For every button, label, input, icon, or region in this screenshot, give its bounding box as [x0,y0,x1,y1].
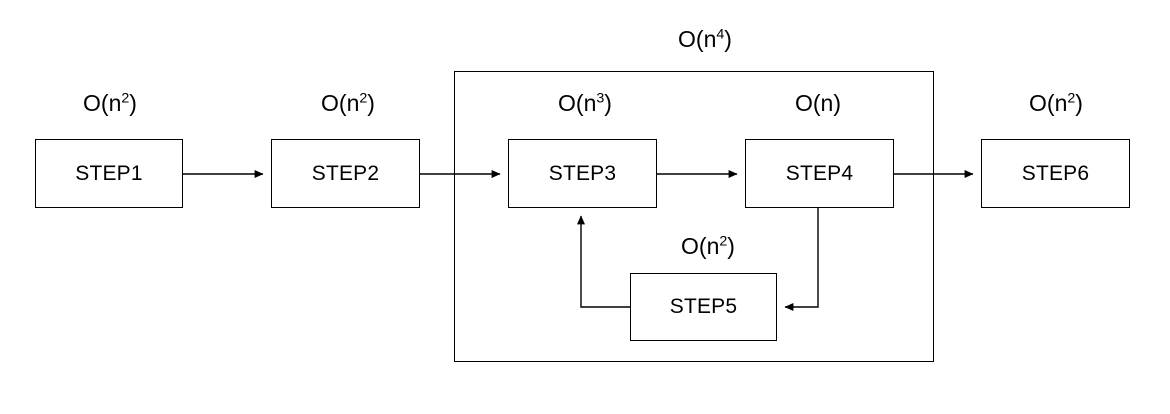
step5-complexity-close: ) [727,233,735,259]
group-complexity-exponent: 4 [716,26,725,43]
step3-complexity-base: O(n [558,90,597,116]
step6-complexity-base: O(n [1029,90,1068,116]
step4-complexity-label: O(n) [795,90,841,117]
step4-complexity-close: ) [833,90,842,116]
group-complexity-close: ) [724,26,732,52]
node-step4[interactable]: STEP4 [745,139,894,208]
node-step6[interactable]: STEP6 [981,139,1130,208]
step1-complexity-close: ) [129,90,137,116]
step5-complexity-base: O(n [681,233,720,259]
step4-complexity-base: O(n [794,90,834,116]
step6-complexity-label: O(n2) [1029,90,1083,117]
node-step1-label: STEP1 [75,161,143,185]
step6-complexity-exponent: 2 [1067,90,1076,107]
step3-complexity-exponent: 3 [596,90,605,107]
step2-complexity-exponent: 2 [359,90,368,107]
step1-complexity-base: O(n [83,90,122,116]
step5-complexity-label: O(n2) [681,233,735,260]
group-complexity-base: O(n [678,26,717,52]
step2-complexity-base: O(n [321,90,360,116]
node-step6-label: STEP6 [1021,161,1090,185]
step6-complexity-close: ) [1075,90,1083,116]
step5-complexity-exponent: 2 [719,233,728,250]
step3-complexity-close: ) [604,90,612,116]
edge-step4-to-step5 [784,208,819,311]
node-step2-label: STEP2 [311,161,380,185]
group-container-on4 [454,71,934,362]
node-step1[interactable]: STEP1 [35,139,183,208]
edge-step5-to-step3-feedback [577,215,630,308]
step2-complexity-close: ) [367,90,375,116]
node-step4-label: STEP4 [785,161,854,185]
node-step3[interactable]: STEP3 [508,139,657,208]
step2-complexity-label: O(n2) [321,90,375,117]
step3-complexity-label: O(n3) [558,90,612,117]
node-step5-label: STEP5 [669,295,738,318]
group-complexity-label: O(n4) [678,26,732,53]
node-step5[interactable]: STEP5 [630,273,777,341]
node-step2[interactable]: STEP2 [271,139,420,208]
step1-complexity-label: O(n2) [83,90,137,117]
step1-complexity-exponent: 2 [121,90,130,107]
node-step3-label: STEP3 [548,161,617,185]
